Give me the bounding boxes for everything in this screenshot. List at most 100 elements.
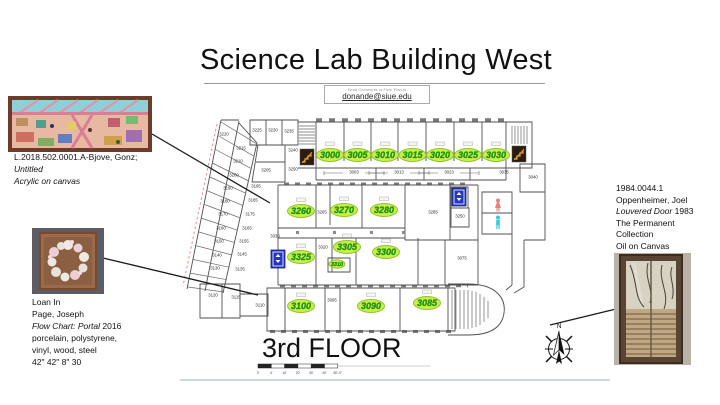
highlighted-room-3260: 3260 (291, 206, 311, 216)
room-label-3195: 3195 (251, 184, 261, 189)
flow-chart-year: 2016 (102, 321, 122, 331)
scale-bar: 0'4'10'20'30'40'50'-0" (257, 363, 430, 375)
room-highlight-3085 (413, 296, 441, 310)
louvered-door-year: 1983 (674, 206, 694, 216)
flow-chart-medium-1: porcelain, polystyrene, (32, 333, 118, 343)
elevator-down-arrow (275, 260, 281, 263)
room-label-3115: 3115 (231, 295, 241, 300)
room-label-3265: 3265 (317, 210, 327, 215)
highlighted-room-3090: 3090 (361, 301, 381, 311)
contact-email-link[interactable]: donande@siue.edu (342, 92, 412, 101)
scale-tick-label: 0' (257, 371, 260, 375)
flow-chart-artist: Page, Joseph (32, 309, 84, 319)
room-label-3205: 3205 (261, 168, 271, 173)
untitled-title: Untitled (14, 164, 43, 174)
highlighted-room-3100: 3100 (291, 301, 311, 311)
room-label-3250: 3250 (288, 167, 298, 172)
elevator-up-arrow (456, 192, 462, 195)
room-highlight-3260 (287, 204, 315, 218)
area-tag (342, 233, 352, 238)
area-tag (407, 141, 418, 146)
corridor-columns (296, 231, 405, 234)
artwork-thumbnail-louvered-door (614, 253, 691, 365)
room-divider (198, 231, 236, 244)
title-underline (204, 83, 545, 84)
area-tag (422, 289, 432, 294)
room-label-3155: 3155 (239, 239, 249, 244)
room-label-3023: 3023 (444, 170, 454, 175)
room-label-3095: 3095 (327, 298, 337, 303)
page-bottom-edge (180, 379, 610, 381)
highlighted-room-3005: 3005 (347, 150, 368, 160)
room-label-3150: 3150 (214, 239, 224, 244)
stairs-icon-arrow (513, 148, 525, 161)
flow-chart-medium-2: vinyl, wood, steel (32, 345, 97, 355)
stairs-icon-arrow (301, 151, 313, 164)
highlighted-room-3015: 3015 (402, 150, 423, 160)
women-icon-dress (495, 202, 501, 208)
curved-wing-dividers (187, 121, 258, 293)
compass-rose: N (545, 323, 573, 364)
elevator-icon-bg (270, 249, 286, 269)
caption-louvered-door: 1984.0044.1 Oppenheimer, Joel Louvered D… (616, 183, 694, 252)
louvered-door-medium: Oil on Canvas (616, 240, 670, 251)
scale-tick-label: 50'-0" (333, 371, 342, 375)
area-tag (491, 141, 501, 146)
room-label-3330: 3330 (270, 234, 280, 239)
area-tag (366, 292, 376, 297)
page-title: Science Lab Building West (200, 44, 552, 76)
room-divider (201, 217, 238, 231)
room-label-3200: 3200 (229, 173, 239, 178)
room-label-3175: 3175 (245, 212, 255, 217)
caption-flow-chart: Loan In Page, Joseph Flow Chart: Portal … (32, 296, 121, 368)
room-label-3013: 3013 (394, 170, 404, 175)
area-tag (381, 238, 391, 243)
room-highlight-3310 (328, 259, 346, 269)
leader-line-untitled (151, 133, 271, 204)
scale-segment (271, 363, 285, 369)
room-highlight-3270 (330, 203, 358, 217)
room-highlight-3030 (482, 148, 510, 162)
elevator-down-arrow (456, 198, 462, 201)
men-icon-head (496, 215, 500, 220)
highlighted-room-3325: 3325 (291, 252, 312, 262)
floor-label: 3rd FLOOR (262, 333, 402, 363)
room-divider (204, 204, 241, 219)
men-icon-leg (496, 225, 498, 230)
room-label-3215: 3215 (236, 146, 246, 151)
scale-segment (257, 363, 272, 369)
area-tag (380, 141, 390, 146)
highlighted-room-3305: 3305 (337, 242, 358, 252)
untitled-accession: L.2018.502.0001.A-Bjove, Gonz; (14, 152, 138, 162)
plan-icons (270, 145, 527, 269)
highlighted-room-3010: 3010 (375, 150, 395, 160)
room-divider (209, 176, 247, 194)
louvered-door-collection-2: Collection (616, 229, 654, 239)
room-divider (220, 121, 258, 145)
room-divider (196, 245, 233, 256)
women-icon-leg (496, 208, 498, 212)
room-highlight-3025 (454, 148, 482, 162)
highlighted-room-3310: 3310 (331, 262, 343, 268)
dimension-bracket (418, 171, 480, 175)
room-highlight-3020 (426, 148, 454, 162)
artwork-thumbnail-flow-chart (32, 228, 104, 294)
room-highlight-3300 (372, 245, 400, 259)
room-label-3220: 3220 (219, 132, 229, 137)
stairs-icon (299, 148, 315, 166)
room-divider (207, 190, 244, 206)
louvered-door-collection-1: The Permanent (616, 217, 675, 228)
highlighted-room-3300: 3300 (376, 247, 396, 257)
highlighted-room-3030: 3030 (486, 150, 506, 160)
room-label-3110: 3110 (255, 303, 265, 308)
room-label-3140: 3140 (212, 253, 222, 258)
elevator-icon (451, 187, 467, 207)
area-tag (296, 292, 306, 297)
scale-tick-label: 10' (282, 371, 287, 375)
louvered-door-title: Louvered Door (616, 206, 673, 216)
room-label-3165: 3165 (242, 226, 252, 231)
scale-tick-label: 30' (309, 371, 314, 375)
room-divider (187, 286, 225, 293)
